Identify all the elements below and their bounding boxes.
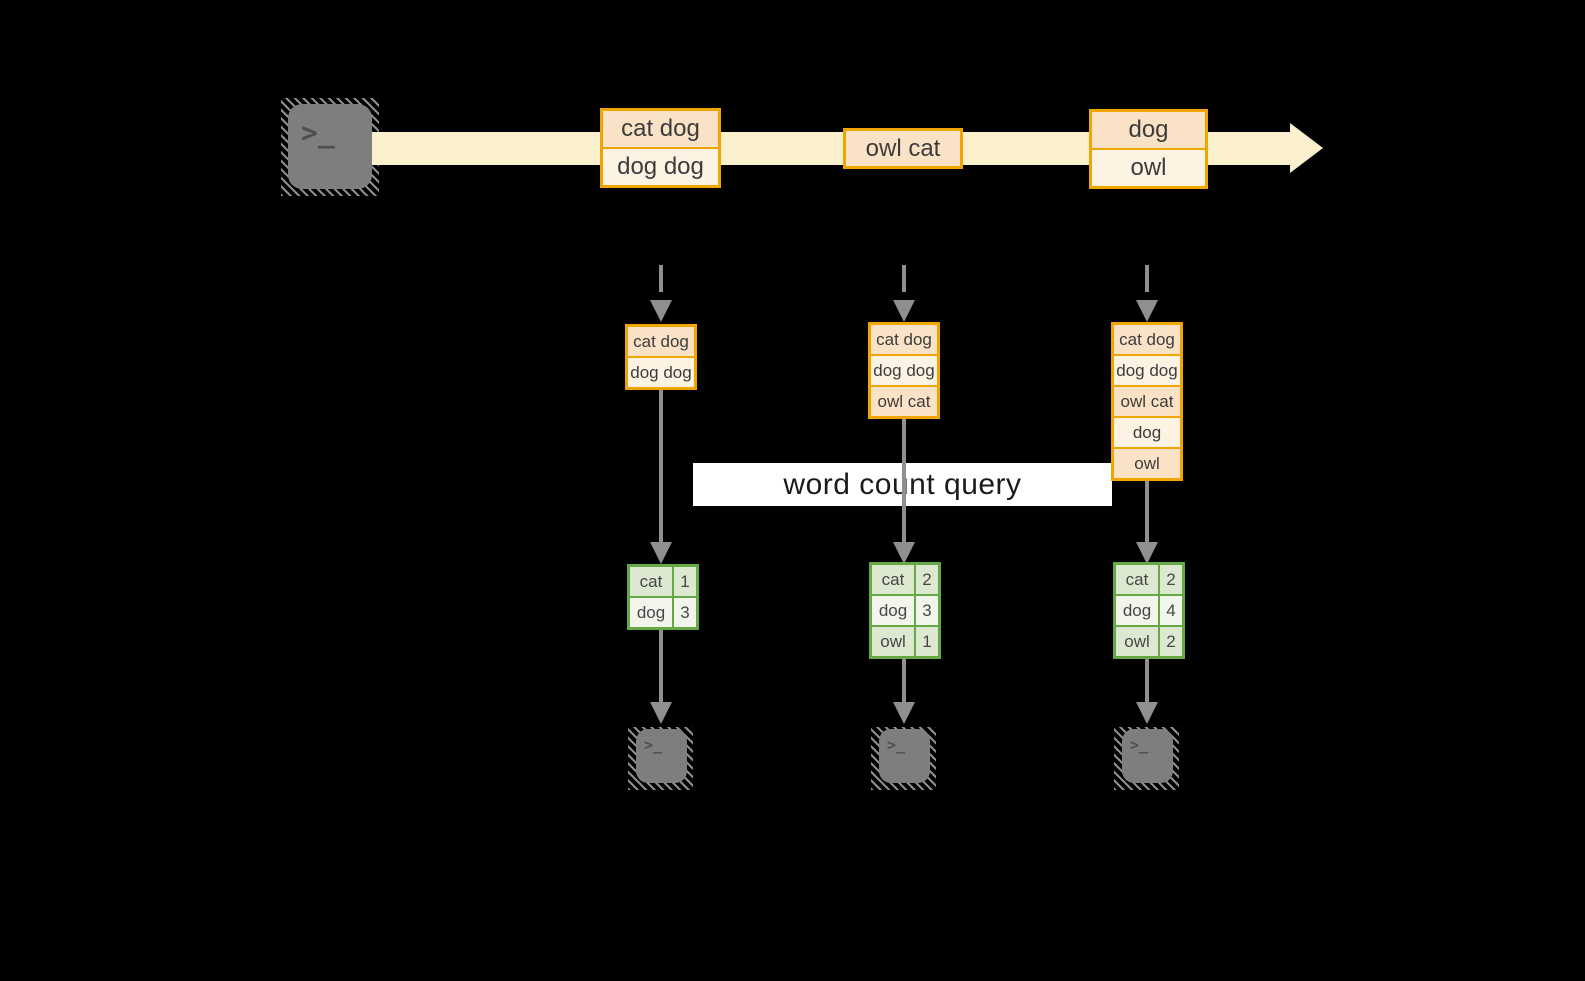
table-row: cat 2	[872, 565, 938, 594]
buffer-cell: dog	[1114, 416, 1180, 447]
dashed-arrow-line	[902, 265, 906, 292]
table-row: dog 3	[872, 594, 938, 625]
event-box-1: cat dog dog dog	[600, 108, 721, 188]
arrow-down-icon	[1136, 542, 1158, 564]
flow-line	[1145, 659, 1149, 702]
word-cell: dog	[1116, 596, 1160, 625]
table-row: dog 4	[1116, 594, 1182, 625]
count-cell: 4	[1160, 596, 1182, 625]
word-cell: cat	[872, 565, 916, 594]
terminal-prompt-glyph: >_	[301, 116, 335, 149]
terminal-icon: >_	[1122, 729, 1173, 783]
buffer-cell: dog dog	[871, 354, 937, 385]
arrow-down-icon	[650, 702, 672, 724]
arrow-down-icon	[893, 300, 915, 322]
buffer-cell: dog dog	[1114, 354, 1180, 385]
count-cell: 3	[916, 596, 938, 625]
terminal-icon: >_	[288, 104, 372, 189]
stream-arrowhead-icon	[1290, 123, 1323, 173]
arrow-down-icon	[893, 702, 915, 724]
buffer-cell: owl cat	[871, 385, 937, 416]
buffer-cell: cat dog	[1114, 325, 1180, 354]
buffer-cell: owl	[1114, 447, 1180, 478]
table-row: owl 2	[1116, 625, 1182, 656]
event-cell: dog dog	[603, 147, 718, 185]
buffer-box-2: cat dog dog dog owl cat	[868, 322, 940, 419]
event-box-3: dog owl	[1089, 109, 1208, 189]
terminal-prompt-glyph: >_	[1130, 736, 1149, 754]
count-cell: 2	[1160, 565, 1182, 594]
table-row: cat 2	[1116, 565, 1182, 594]
count-cell: 1	[916, 627, 938, 656]
dashed-arrow-line	[1145, 265, 1149, 292]
count-cell: 1	[674, 567, 696, 596]
arrow-down-icon	[1136, 300, 1158, 322]
event-cell: cat dog	[603, 111, 718, 147]
flow-line	[659, 390, 663, 542]
buffer-box-1: cat dog dog dog	[625, 324, 697, 390]
buffer-cell: cat dog	[628, 327, 694, 356]
terminal-icon: >_	[879, 729, 930, 783]
table-row: owl 1	[872, 625, 938, 656]
flow-line	[902, 659, 906, 702]
word-cell: owl	[1116, 627, 1160, 656]
word-cell: dog	[630, 598, 674, 627]
table-row: cat 1	[630, 567, 696, 596]
dashed-arrow-line	[659, 265, 663, 292]
word-count-table-1: cat 1 dog 3	[627, 564, 699, 630]
word-count-table-2: cat 2 dog 3 owl 1	[869, 562, 941, 659]
arrow-down-icon	[650, 542, 672, 564]
terminal-prompt-glyph: >_	[644, 736, 663, 754]
buffer-cell: owl cat	[1114, 385, 1180, 416]
event-cell: dog	[1092, 112, 1205, 148]
event-cell: owl	[1092, 148, 1205, 186]
buffer-cell: cat dog	[871, 325, 937, 354]
flow-line	[902, 419, 906, 542]
count-cell: 2	[916, 565, 938, 594]
terminal-icon: >_	[636, 729, 687, 783]
terminal-prompt-glyph: >_	[887, 736, 906, 754]
arrow-down-icon	[650, 300, 672, 322]
arrow-down-icon	[1136, 702, 1158, 724]
count-cell: 2	[1160, 627, 1182, 656]
buffer-cell: dog dog	[628, 356, 694, 387]
table-row: dog 3	[630, 596, 696, 627]
word-cell: dog	[872, 596, 916, 625]
word-cell: owl	[872, 627, 916, 656]
arrow-down-icon	[893, 542, 915, 564]
event-cell: owl cat	[846, 131, 960, 166]
buffer-box-3: cat dog dog dog owl cat dog owl	[1111, 322, 1183, 481]
event-box-2: owl cat	[843, 128, 963, 169]
word-cell: cat	[630, 567, 674, 596]
word-cell: cat	[1116, 565, 1160, 594]
word-count-table-3: cat 2 dog 4 owl 2	[1113, 562, 1185, 659]
flow-line	[1145, 481, 1149, 542]
flow-line	[659, 630, 663, 702]
count-cell: 3	[674, 598, 696, 627]
